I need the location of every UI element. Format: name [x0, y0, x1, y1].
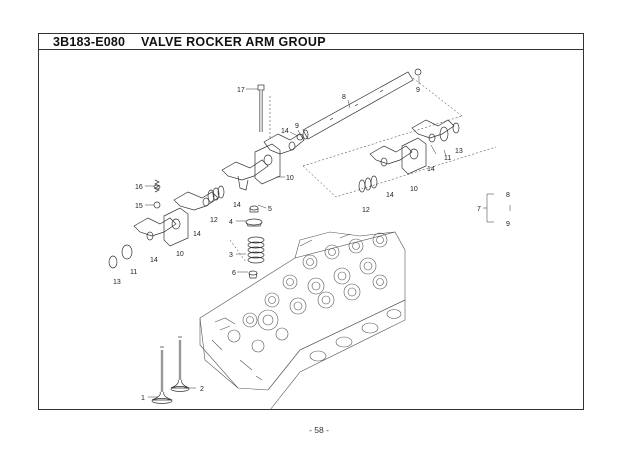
valve-cap-drawing — [249, 205, 259, 213]
valve-1-drawing — [151, 346, 173, 404]
legend-8: 8 — [506, 192, 510, 199]
rocker-arms-right-drawing — [358, 119, 460, 193]
callout-labels: 17 8 9 14 9 10 16 15 14 5 12 4 14 3 10 1… — [113, 87, 510, 402]
spring-retainer-drawing — [245, 218, 263, 227]
rocker-shaft-drawing — [302, 71, 414, 140]
valve-spring-drawing — [247, 236, 265, 264]
callout-13-right: 13 — [455, 148, 463, 155]
rocker-bolt-drawing — [257, 84, 265, 132]
assembly-guide-lines — [229, 77, 497, 263]
callout-5: 5 — [268, 206, 272, 213]
callout-14-right-upper: 14 — [427, 166, 435, 173]
rocker-arms-left-drawing — [108, 133, 305, 269]
callout-10-left: 10 — [176, 251, 184, 258]
legend-9: 9 — [506, 221, 510, 228]
shaft-plug-top-drawing — [414, 68, 422, 76]
callout-6: 6 — [232, 270, 236, 277]
callout-2: 2 — [200, 386, 204, 393]
callout-9-mid: 9 — [295, 123, 299, 130]
callout-14-right-lower: 14 — [386, 192, 394, 199]
group-title: VALVE ROCKER ARM GROUP — [141, 35, 326, 49]
callout-14-mid: 14 — [233, 202, 241, 209]
part-code: 3B183-E080 — [53, 35, 126, 49]
leader-lines — [145, 76, 511, 398]
valve-2-drawing — [170, 336, 190, 392]
callout-14-upper: 14 — [281, 128, 289, 135]
callout-8: 8 — [342, 94, 346, 101]
callout-13-left: 13 — [113, 279, 121, 286]
callout-12-left: 12 — [210, 217, 218, 224]
callout-17: 17 — [237, 87, 245, 94]
callout-15: 15 — [135, 203, 143, 210]
callout-3: 3 — [229, 252, 233, 259]
callout-10-right: 10 — [410, 186, 418, 193]
callout-12-right: 12 — [362, 207, 370, 214]
callout-4: 4 — [229, 219, 233, 226]
callout-1: 1 — [141, 395, 145, 402]
valve-seal-drawing — [248, 270, 258, 279]
legend-7: 7 — [477, 206, 481, 213]
callout-14-left: 14 — [193, 231, 201, 238]
page-number: - 58 - — [309, 425, 329, 435]
callout-11-left: 11 — [130, 269, 137, 276]
callout-14-lower: 14 — [150, 257, 158, 264]
cylinder-head-drawing — [199, 231, 406, 411]
title-bar: 3B183-E080 VALVE ROCKER ARM GROUP — [38, 33, 584, 50]
callout-9-top: 9 — [416, 87, 420, 94]
callout-11-right: 11 — [444, 155, 451, 162]
callout-16: 16 — [135, 184, 143, 191]
callout-10-upper: 10 — [286, 175, 294, 182]
